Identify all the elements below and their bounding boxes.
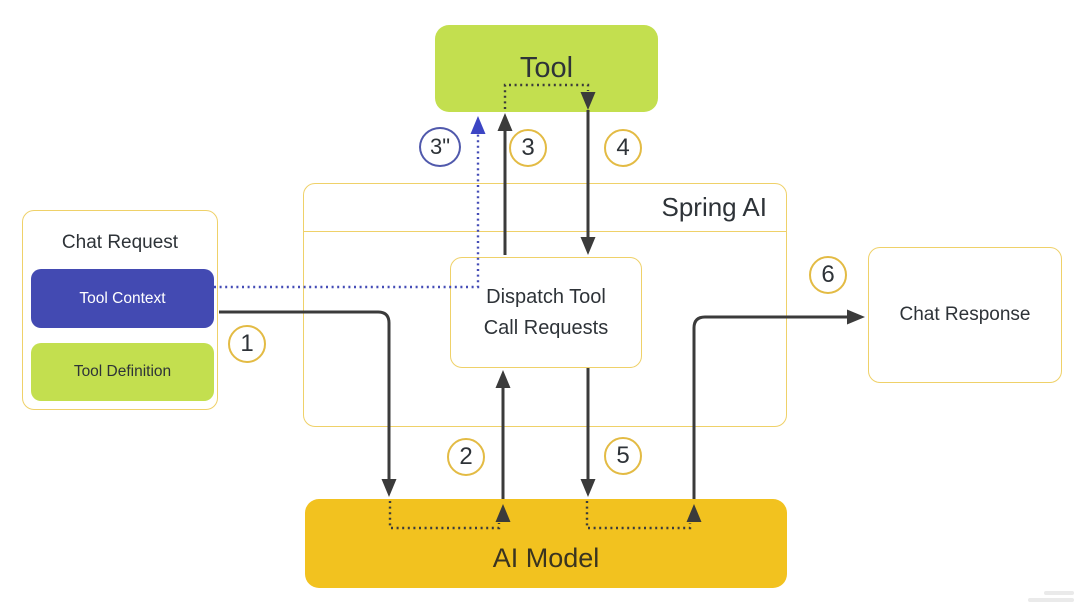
step-3-label: 3 <box>521 134 535 161</box>
arrow-3-head <box>497 113 513 131</box>
tool-context-label: Tool Context <box>79 289 166 307</box>
tool-definition-label: Tool Definition <box>73 363 172 380</box>
arrow-6-head <box>847 309 865 325</box>
tool-context-box: Tool Context <box>31 269 214 328</box>
step-badge-2: 2 <box>447 438 485 476</box>
ai-model-box: AI Model <box>305 499 787 588</box>
arrow-5-head <box>580 479 596 497</box>
step-badge-3-quote: 3" <box>419 127 461 167</box>
step-badge-1: 1 <box>228 325 266 363</box>
step-1-label: 1 <box>240 330 254 357</box>
step-4-label: 4 <box>616 134 630 161</box>
step-3-quote-label: 3" <box>429 134 451 159</box>
dispatch-label: Dispatch Tool Call Requests <box>483 285 609 339</box>
ai-model-label: AI Model <box>492 543 600 573</box>
arrow-1-head <box>381 479 397 497</box>
spring-ai-header: Spring AI <box>304 184 786 232</box>
step-badge-3: 3 <box>509 129 547 167</box>
tool-box: Tool <box>435 25 658 112</box>
step-2-label: 2 <box>459 443 473 470</box>
chat-response-box: Chat Response <box>868 247 1062 383</box>
step-badge-5: 5 <box>604 437 642 475</box>
tool-label: Tool <box>519 52 574 84</box>
chat-request-title: Chat Request <box>61 232 179 253</box>
step-6-label: 6 <box>821 261 835 288</box>
chat-request-box: Chat Request Tool Context Tool Definitio… <box>22 210 218 410</box>
chat-response-label: Chat Response <box>899 304 1031 325</box>
spring-ai-label: Spring AI <box>661 192 767 222</box>
step-badge-6: 6 <box>809 256 847 294</box>
watermark <box>1026 589 1074 607</box>
dispatch-box: Dispatch Tool Call Requests <box>450 257 642 368</box>
step-badge-4: 4 <box>604 129 642 167</box>
arrow-3q-head <box>470 116 486 134</box>
tool-definition-box: Tool Definition <box>31 343 214 401</box>
watermark-line <box>1028 598 1074 602</box>
step-5-label: 5 <box>616 442 630 469</box>
spring-ai-container: Spring AI <box>303 183 787 427</box>
watermark-line <box>1044 591 1074 595</box>
